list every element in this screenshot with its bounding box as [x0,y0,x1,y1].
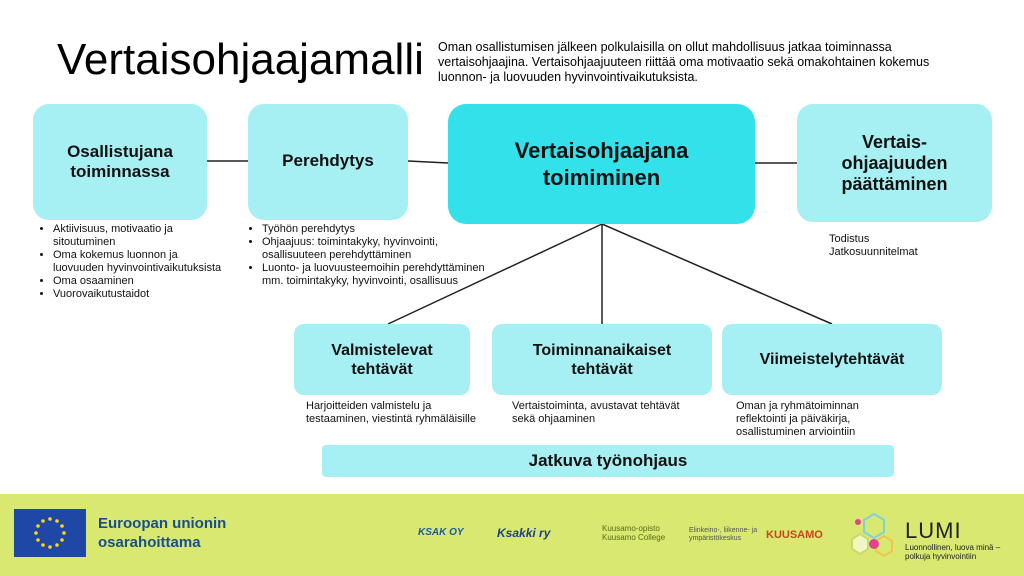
stage-perehdytys-line1: Perehdytys [282,151,374,170]
logo-ely-keskus: Elinkeino-, liikenne- ja ympäristökeskus [689,527,758,542]
task-toiminnanaikaiset: Toiminnanaikaiset tehtävät [492,324,712,395]
task-toiminnanaikaiset-line2: tehtävät [571,360,633,378]
eu-line2: osarahoittama [98,534,201,551]
perehdytys-bullets: Työhön perehdytys Ohjaajuus: toimintakyk… [242,223,487,288]
logo-kuusamo-opisto-line1: Kuusamo-opisto [602,524,660,533]
stage-vertaisohjaaja-line2: toimiminen [542,165,661,190]
lumi-name: LUMI [905,518,962,543]
stage-osallistuja: Osallistujana toiminnassa [33,104,207,220]
stage-vertaisohjaaja: Vertaisohjaajana toimiminen [448,104,755,224]
stage-vertaisohjaaja-line1: Vertaisohjaajana [514,138,689,163]
footer [0,494,1024,576]
eu-flag-icon [14,509,86,557]
task-valmistelevat-desc: Harjoitteiden valmistelu ja testaaminen,… [306,400,476,425]
osallistuja-bullet: Oma osaaminen [53,275,228,288]
paattaminen-notes: Todistus Jatkosuunnitelmat [829,233,918,259]
task-valmistelevat: Valmistelevat tehtävät [294,324,470,395]
intro-text: Oman osallistumisen jälkeen polkulaisill… [438,40,930,84]
perehdytys-bullet: Ohjaajuus: toimintakyky, hyvinvointi, os… [262,236,487,262]
task-valmistelevat-line1: Valmistelevat [331,341,433,359]
lumi-tagline: Luonnollinen, luova minä – polkuja hyvin… [905,543,1001,561]
stage-paattaminen-line2: ohjaajuuden [841,152,948,173]
perehdytys-bullet: Luonto- ja luovuusteemoihin perehdyttämi… [262,262,487,288]
task-viimeistely-desc: Oman ja ryhmätoiminnan reflektointi ja p… [736,400,859,438]
logo-kuusamo-opisto: Kuusamo-opisto Kuusamo College [602,524,665,542]
connector-to-viimeistely [601,223,833,325]
stage-paattaminen-line1: Vertais- [861,131,928,152]
osallistuja-bullets: Aktiivisuus, motivaatio ja sitoutuminen … [33,223,228,301]
page-title: Vertaisohjaajamalli [57,35,424,84]
task-valmistelevat-line2: tehtävät [351,360,413,378]
task-viimeistely: Viimeistelytehtävät [722,324,942,395]
osallistuja-bullet: Oma kokemus luonnon ja luovuuden hyvinvo… [53,249,228,275]
task-viimeistely-line1: Viimeistelytehtävät [759,351,905,368]
paattaminen-note: Jatkosuunnitelmat [829,246,918,258]
osallistuja-bullet: Aktiivisuus, motivaatio ja sitoutuminen [53,223,228,249]
task-toiminnanaikaiset-line1: Toiminnanaikaiset [532,341,672,359]
osallistuja-bullet: Vuorovaikutustaidot [53,288,228,301]
stage-paattaminen-line3: päättäminen [841,173,948,194]
logo-kuusamo: KUUSAMO [766,529,823,541]
stage-paattaminen: Vertais- ohjaajuuden päättäminen [797,104,992,222]
logo-ksak-oy: KSAK OY [418,527,464,538]
continuous-supervision: Jatkuva työnohjaus [322,445,894,477]
paattaminen-note: Todistus [829,233,870,245]
perehdytys-bullet: Työhön perehdytys [262,223,487,236]
lumi-logo-icon [851,512,893,558]
connector-perehdytys-vertaisohjaaja [407,160,449,164]
logo-kuusamo-opisto-line2: Kuusamo College [602,533,666,542]
eu-funding-text: Euroopan unionin osarahoittama [98,514,226,552]
stage-perehdytys: Perehdytys [248,104,408,220]
logo-ksakki-ry: Ksakki ry [497,526,551,540]
connector-to-valmistelevat [387,223,603,325]
task-toiminnanaikaiset-desc: Vertaistoiminta, avustavat tehtävät sekä… [512,400,680,425]
eu-line1: Euroopan unionin [98,515,227,532]
stage-osallistuja-line1: Osallistujana [67,142,173,161]
stage-osallistuja-line2: toiminnassa [70,162,170,181]
